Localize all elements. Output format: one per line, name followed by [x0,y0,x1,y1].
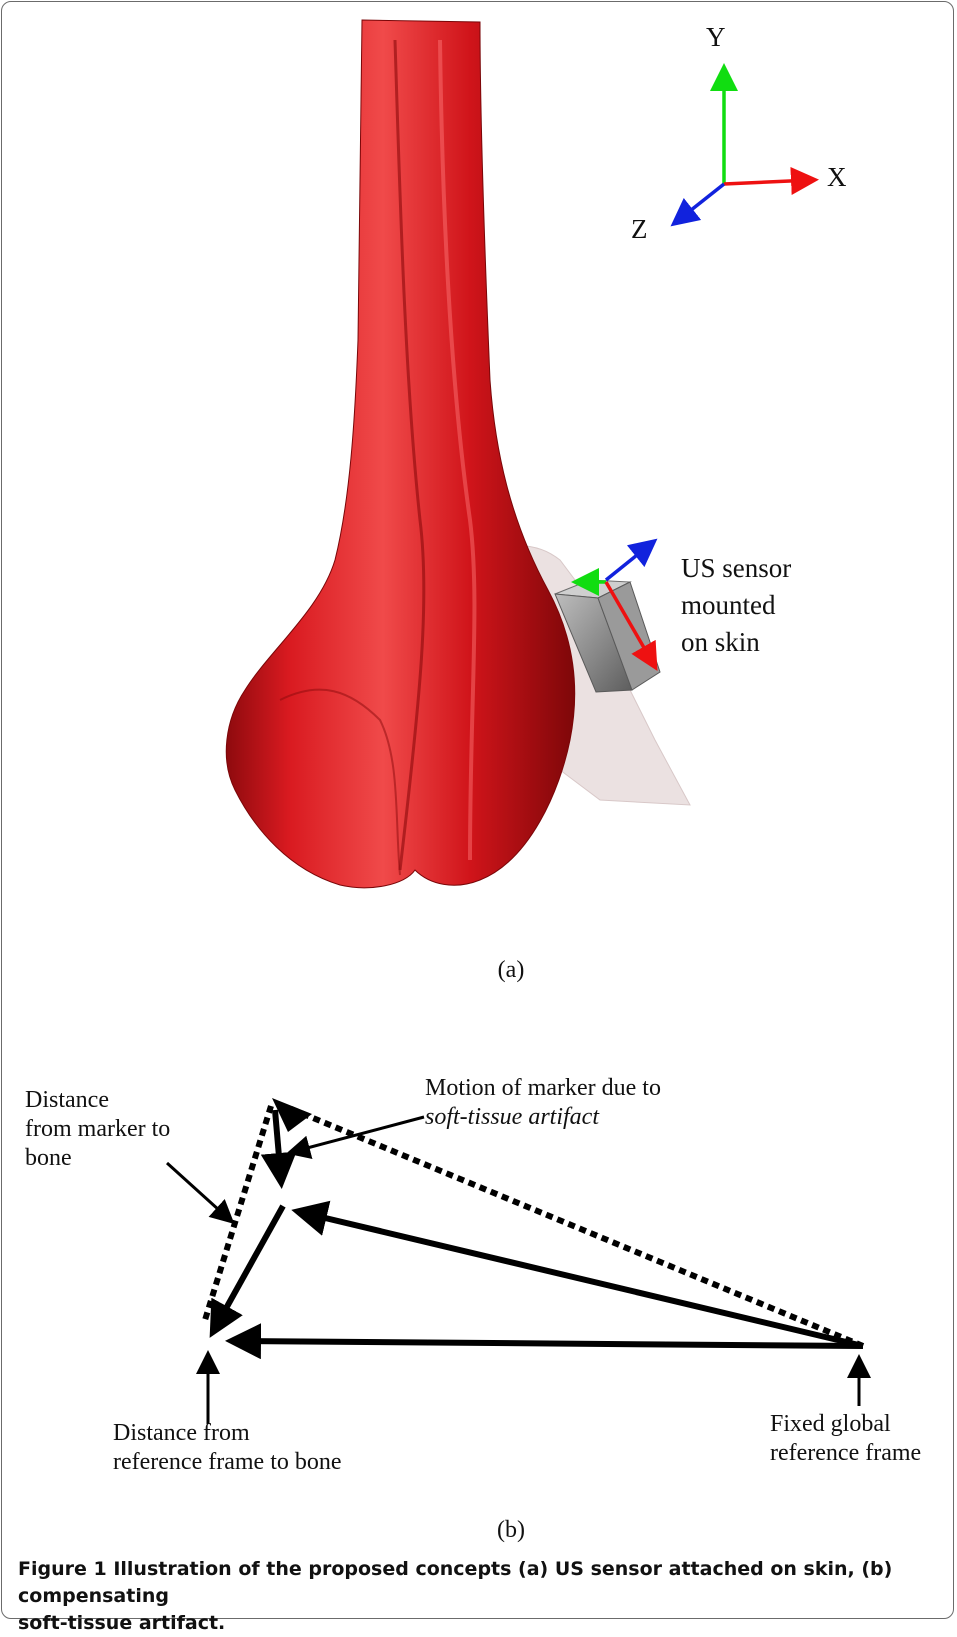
panel-a-label: (a) [498,957,525,983]
label-motion-1: Motion of marker due to [425,1075,661,1101]
arrow-reference-to-bone [234,1341,863,1346]
caption-line-1: Figure 1 Illustration of the proposed co… [18,1556,928,1610]
label-marker-distance-1: Distance [25,1087,109,1113]
label-fixed-2: reference frame [770,1440,921,1466]
axis-x-arrow [724,180,812,184]
axis-x-label: X [827,162,847,192]
panel-a: US sensor mounted on skin Y X Z (a) [226,20,847,983]
sensor-label-line1: US sensor [681,553,791,583]
pointer-motion [292,1117,424,1152]
figure-caption: Figure 1 Illustration of the proposed co… [18,1556,928,1637]
arrow-marker-motion [275,1110,281,1180]
label-ref-distance-2: reference frame to bone [113,1449,342,1475]
pointer-marker-distance [167,1163,230,1220]
label-marker-distance-2: from marker to [25,1116,170,1142]
panel-b-label: (b) [497,1517,525,1543]
sensor-label-line3: on skin [681,627,760,657]
label-marker-distance-3: bone [25,1145,72,1171]
label-motion-2: soft-tissue artifact [425,1104,600,1130]
sensor-axis-blue [606,543,652,580]
axis-z-label: Z [631,214,648,244]
panel-b: Distance from marker to bone Motion of m… [25,1075,921,1543]
axis-y-label: Y [706,22,726,52]
label-ref-distance-1: Distance from [113,1420,250,1446]
axis-z-arrow [676,184,724,222]
arrow-marker-to-bone [214,1206,283,1330]
label-fixed-1: Fixed global [770,1411,891,1437]
sensor-label-line2: mounted [681,590,776,620]
femur-bone [226,20,574,888]
caption-line-2: soft-tissue artifact. [18,1610,928,1637]
